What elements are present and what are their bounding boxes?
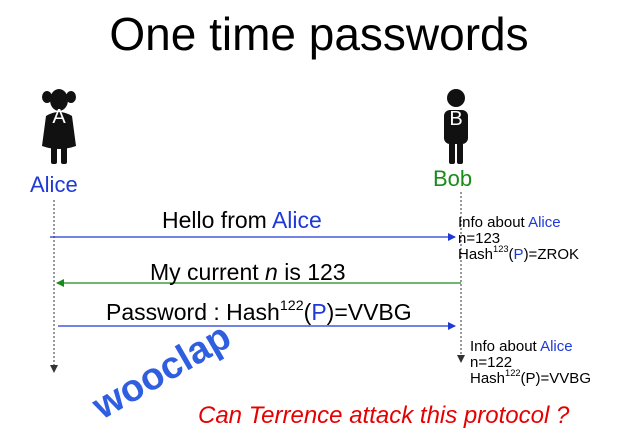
bob-info-initial-hash-open: ( [508, 246, 514, 263]
bob-info-initial-hash-exp: 123 [493, 244, 509, 255]
message-password-prefix: Password : Hash [106, 299, 280, 325]
bob-info-updated-hash-prefix: Hash [470, 370, 506, 387]
alice-badge: A [52, 106, 66, 128]
alice-label: Alice [30, 172, 78, 197]
bob-info-initial-name: Alice [528, 214, 561, 231]
message-hello: Hello from Alice [162, 206, 322, 234]
wooclap-logo: wooclap [92, 328, 239, 428]
alice-figure-icon [42, 89, 76, 164]
message-current-n-var: n [265, 259, 278, 285]
bob-info-updated-hash-rest: (P)=VVBG [520, 370, 591, 387]
bob-info-updated-label: Info about [470, 338, 541, 355]
bob-info-updated: Info about Alice n=122 Hash122(P)=VVBG [470, 339, 591, 387]
message-password-exponent: 122 [279, 297, 304, 314]
bob-info-updated-heading: Info about Alice [470, 339, 591, 355]
message-hello-name: Alice [271, 207, 322, 233]
bob-info-updated-hash: Hash122(P)=VVBG [470, 368, 591, 387]
bob-info-updated-hash-exp: 122 [505, 368, 521, 379]
question-text: Can Terrence attack this protocol ? [198, 402, 570, 429]
bob-info-initial-hash-p: P [513, 246, 524, 263]
bob-info-initial: Info about Alice n=123 Hash123(P)=ZROK [458, 215, 579, 263]
bob-label: Bob [433, 166, 473, 191]
message-current-n-prefix: My current [150, 259, 266, 285]
message-password-p: P [311, 299, 327, 325]
message-password: Password : Hash122(P)=VVBG [106, 298, 412, 326]
bob-info-initial-heading: Info about Alice [458, 215, 579, 231]
message-current-n: My current n is 123 [150, 258, 346, 286]
bob-info-initial-hash: Hash123(P)=ZROK [458, 244, 579, 263]
bob-info-updated-name: Alice [540, 338, 573, 355]
bob-info-initial-label: Info about [458, 214, 529, 231]
message-password-close: )=VVBG [326, 299, 412, 325]
bob-info-updated-n: n=122 [470, 354, 513, 371]
bob-badge: B [449, 108, 463, 130]
message-current-n-suffix: is 123 [277, 259, 346, 285]
message-password-open: ( [303, 299, 312, 325]
slide-title: One time passwords [109, 8, 529, 60]
message-hello-text: Hello from [162, 207, 272, 233]
bob-info-initial-hash-close: )=ZROK [523, 246, 579, 263]
bob-info-initial-n: n=123 [458, 230, 501, 247]
bob-figure-icon [444, 89, 468, 164]
bob-info-initial-hash-prefix: Hash [458, 246, 494, 263]
